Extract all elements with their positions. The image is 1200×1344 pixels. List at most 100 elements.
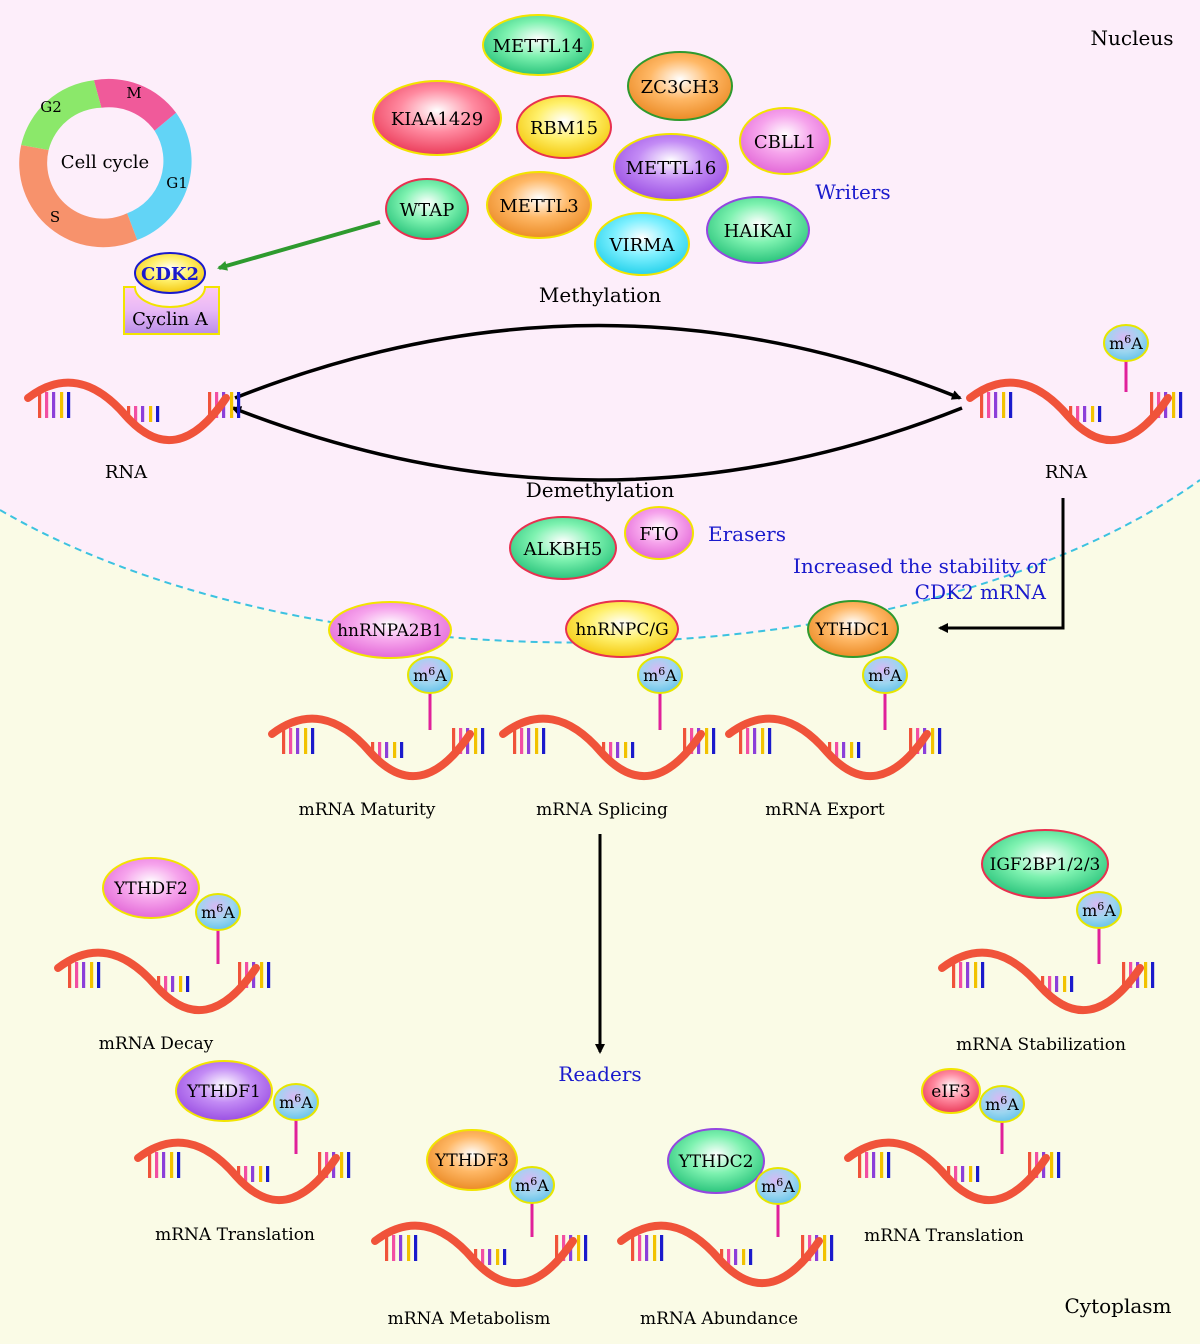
cytoplasm-label: Cytoplasm xyxy=(1064,1294,1171,1318)
rna-base xyxy=(631,1235,635,1261)
m6a-a: A xyxy=(664,666,677,685)
rna-base xyxy=(1050,1152,1054,1178)
m6a-m: m xyxy=(515,1176,530,1195)
rna-base xyxy=(38,392,42,418)
rna-base xyxy=(186,976,190,992)
m6a-superscript: 6 xyxy=(216,902,223,915)
writer-mettl3 xyxy=(486,171,592,239)
rna-right-label: RNA xyxy=(1045,462,1088,483)
cell-cycle-label: Cell cycle xyxy=(61,152,149,173)
m6a-badge xyxy=(1076,891,1122,929)
reader-protein-1-label: hnRNPC/G xyxy=(575,620,668,640)
rna-base xyxy=(266,1166,270,1182)
reader-protein-1 xyxy=(565,600,679,658)
rna-base xyxy=(823,1235,827,1261)
rna-base xyxy=(82,962,86,988)
m6a-mark-label: m6A xyxy=(1109,333,1143,353)
m6a-a: A xyxy=(300,1093,313,1112)
rna-strand xyxy=(54,948,260,1015)
rna-base xyxy=(141,406,145,422)
m6a-badge xyxy=(407,656,453,694)
rna-strand xyxy=(371,1221,577,1288)
stability-line-2: CDK2 mRNA xyxy=(915,580,1047,604)
m6a-badge xyxy=(862,656,908,694)
rna-reader-4 xyxy=(938,948,1155,1015)
rna-base xyxy=(1070,976,1074,992)
rna-base xyxy=(705,728,709,754)
reader-protein-6-label: eIF3 xyxy=(931,1082,970,1102)
rna-base xyxy=(67,392,71,418)
writer-cbll1 xyxy=(739,107,831,175)
rna-base xyxy=(746,728,750,754)
eraser-fto-label: FTO xyxy=(639,524,678,545)
cdk2-label: CDK2 xyxy=(141,264,199,285)
phase-g1-segment xyxy=(127,112,192,240)
rna-strand xyxy=(725,714,931,781)
rna-strand xyxy=(134,1138,340,1205)
rna-base xyxy=(90,962,94,988)
rna-base xyxy=(259,1166,263,1182)
m6a-a: A xyxy=(782,1177,795,1196)
reader-protein-8-label: YTHDC2 xyxy=(678,1152,754,1172)
m6a-m: m xyxy=(201,903,216,922)
rna-base xyxy=(1083,406,1087,422)
rna-base xyxy=(289,728,293,754)
eraser-alkbh5 xyxy=(509,516,617,580)
m6a-mark-label: m6A xyxy=(413,665,447,685)
rna-base xyxy=(952,962,956,988)
phase-m-segment xyxy=(93,78,177,131)
nucleus-region xyxy=(0,0,1200,643)
m6a-superscript: 6 xyxy=(776,1176,783,1189)
writer-mettl16-label: METTL16 xyxy=(626,158,717,179)
rna-base xyxy=(148,1152,152,1178)
rna-base xyxy=(954,1166,958,1182)
rna-base xyxy=(535,728,539,754)
rna-base xyxy=(801,1235,805,1261)
rna-base xyxy=(155,1152,159,1178)
rna-base xyxy=(267,962,271,988)
rna-base xyxy=(513,728,517,754)
nucleus-label: Nucleus xyxy=(1091,26,1174,50)
rna-base xyxy=(609,742,613,758)
m6a-mark-label: m6A xyxy=(985,1094,1019,1114)
rna-base xyxy=(660,1235,664,1261)
phase-m-label: M xyxy=(126,84,141,102)
m6a-m: m xyxy=(413,666,428,685)
rna-reader-7 xyxy=(371,1221,588,1288)
rna-base xyxy=(496,1249,500,1265)
m6a-mark-label: m6A xyxy=(643,665,677,685)
rna-base xyxy=(149,406,153,422)
writer-wtap-label: WTAP xyxy=(400,200,455,221)
rna-base xyxy=(488,1249,492,1265)
rna-reader-8 xyxy=(617,1221,834,1288)
rna-left-label: RNA xyxy=(105,462,148,483)
rna-unmethylated xyxy=(24,378,241,445)
reader-protein-7-label: YTHDF3 xyxy=(434,1151,509,1171)
reader-protein-4 xyxy=(981,829,1109,899)
m6a-mark-label: m6A xyxy=(201,902,235,922)
phase-g1-label: G1 xyxy=(166,174,188,192)
reader-caption: mRNA Translation xyxy=(155,1225,315,1245)
m6a-superscript: 6 xyxy=(658,665,665,678)
m6a-a: A xyxy=(536,1176,549,1195)
rna-base xyxy=(931,728,935,754)
m6a-mark-label: m6A xyxy=(515,1175,549,1195)
m6a-a: A xyxy=(1130,334,1143,353)
rna-base xyxy=(994,392,998,418)
erasers-group: ALKBH5 FTO Erasers xyxy=(509,506,786,580)
m6a-mark-label: m6A xyxy=(279,1092,313,1112)
rna-base xyxy=(237,392,241,418)
rna-base xyxy=(1063,976,1067,992)
writer-zc3ch3-label: ZC3CH3 xyxy=(641,77,720,98)
m6a-superscript: 6 xyxy=(428,665,435,678)
rna-base xyxy=(1009,392,1013,418)
reader-protein-3 xyxy=(102,857,200,919)
writer-mettl14 xyxy=(482,14,594,76)
writers-label: Writers xyxy=(815,180,890,204)
rna-base xyxy=(399,1235,403,1261)
rna-molecules xyxy=(24,378,1183,1288)
rna-base xyxy=(555,1235,559,1261)
rna-base xyxy=(260,962,264,988)
writer-haikai xyxy=(706,196,810,264)
